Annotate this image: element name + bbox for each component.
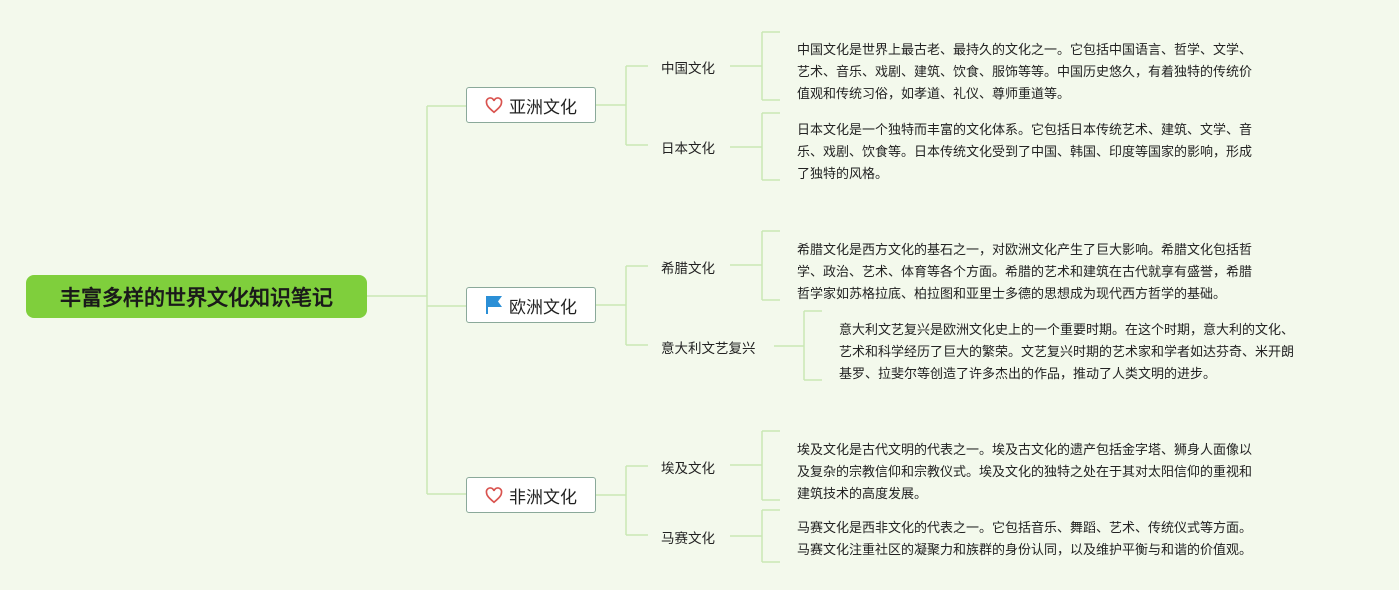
desc-line: 艺术和科学经历了巨大的繁荣。文艺复兴时期的艺术家和学者如达芬奇、米开朗 [839, 345, 1295, 360]
china-bracket [730, 31, 780, 101]
europe-connector [596, 265, 648, 346]
desc-line: 及复杂的宗教信仰和宗教仪式。埃及文化的独特之处在于其对太阳信仰的重视和 [797, 465, 1253, 480]
greece-bracket [730, 230, 780, 301]
egypt-bracket [730, 430, 780, 501]
branch-africa[interactable]: 非洲文化 [466, 477, 596, 513]
subtopic-italian-renaissance[interactable]: 意大利文艺复兴 [661, 341, 756, 357]
desc-line: 建筑技术的高度发展。 [797, 487, 928, 502]
desc-maasai[interactable]: 马赛文化是西非文化的代表之一。它包括音乐、舞蹈、艺术、传统仪式等方面。 马赛文化… [797, 518, 1252, 562]
desc-italian-renaissance[interactable]: 意大利文艺复兴是欧洲文化史上的一个重要时期。在这个时期，意大利的文化、 艺术和科… [839, 320, 1294, 386]
desc-japan[interactable]: 日本文化是一个独特而丰富的文化体系。它包括日本传统艺术、建筑、文学、音 乐、戏剧… [797, 120, 1252, 186]
branch-asia[interactable]: 亚洲文化 [466, 87, 596, 123]
desc-line: 马赛文化注重社区的凝聚力和族群的身份认同，以及维护平衡与和谐的价值观。 [797, 543, 1253, 558]
desc-line: 意大利文艺复兴是欧洲文化史上的一个重要时期。在这个时期，意大利的文化、 [839, 323, 1295, 338]
renaissance-bracket [774, 310, 822, 381]
root-topic[interactable]: 丰富多样的世界文化知识笔记 [26, 275, 367, 318]
desc-egypt[interactable]: 埃及文化是古代文明的代表之一。埃及古文化的遗产包括金字塔、狮身人面像以 及复杂的… [797, 440, 1252, 506]
branch-label: 欧洲文化 [509, 297, 577, 318]
heart-icon [485, 486, 503, 504]
desc-line: 值观和传统习俗，如孝道、礼仪、尊师重道等。 [797, 87, 1071, 102]
desc-line: 学、政治、艺术、体育等各个方面。希腊的艺术和建筑在古代就享有盛誉，希腊 [797, 265, 1253, 280]
branch-label: 非洲文化 [509, 487, 577, 508]
heart-icon [485, 96, 503, 114]
japan-bracket [730, 112, 780, 181]
subtopic-china[interactable]: 中国文化 [661, 61, 715, 77]
subtopic-maasai[interactable]: 马赛文化 [661, 531, 715, 547]
desc-line: 马赛文化是西非文化的代表之一。它包括音乐、舞蹈、艺术、传统仪式等方面。 [797, 521, 1253, 536]
maasai-bracket [730, 509, 780, 563]
desc-greece[interactable]: 希腊文化是西方文化的基石之一，对欧洲文化产生了巨大影响。希腊文化包括哲 学、政治… [797, 240, 1252, 306]
africa-connector [596, 465, 648, 536]
desc-line: 乐、戏剧、饮食等。日本传统文化受到了中国、韩国、印度等国家的影响，形成 [797, 145, 1253, 160]
subtopic-greece[interactable]: 希腊文化 [661, 261, 715, 277]
flag-icon [485, 296, 503, 314]
desc-line: 哲学家如苏格拉底、柏拉图和亚里士多德的思想成为现代西方哲学的基础。 [797, 287, 1227, 302]
desc-line: 基罗、拉斐尔等创造了许多杰出的作品，推动了人类文明的进步。 [839, 367, 1217, 382]
desc-line: 埃及文化是古代文明的代表之一。埃及古文化的遗产包括金字塔、狮身人面像以 [797, 443, 1253, 458]
desc-line: 艺术、音乐、戏剧、建筑、饮食、服饰等等。中国历史悠久，有着独特的传统价 [797, 65, 1253, 80]
asia-connector [596, 65, 648, 146]
desc-line: 中国文化是世界上最古老、最持久的文化之一。它包括中国语言、哲学、文学、 [797, 43, 1253, 58]
subtopic-egypt[interactable]: 埃及文化 [661, 461, 715, 477]
branch-label: 亚洲文化 [509, 97, 577, 118]
desc-line: 了独特的风格。 [797, 167, 889, 182]
root-connector [367, 105, 466, 495]
desc-line: 希腊文化是西方文化的基石之一，对欧洲文化产生了巨大影响。希腊文化包括哲 [797, 243, 1253, 258]
desc-china[interactable]: 中国文化是世界上最古老、最持久的文化之一。它包括中国语言、哲学、文学、 艺术、音… [797, 40, 1252, 106]
branch-europe[interactable]: 欧洲文化 [466, 287, 596, 323]
subtopic-japan[interactable]: 日本文化 [661, 141, 715, 157]
desc-line: 日本文化是一个独特而丰富的文化体系。它包括日本传统艺术、建筑、文学、音 [797, 123, 1253, 138]
